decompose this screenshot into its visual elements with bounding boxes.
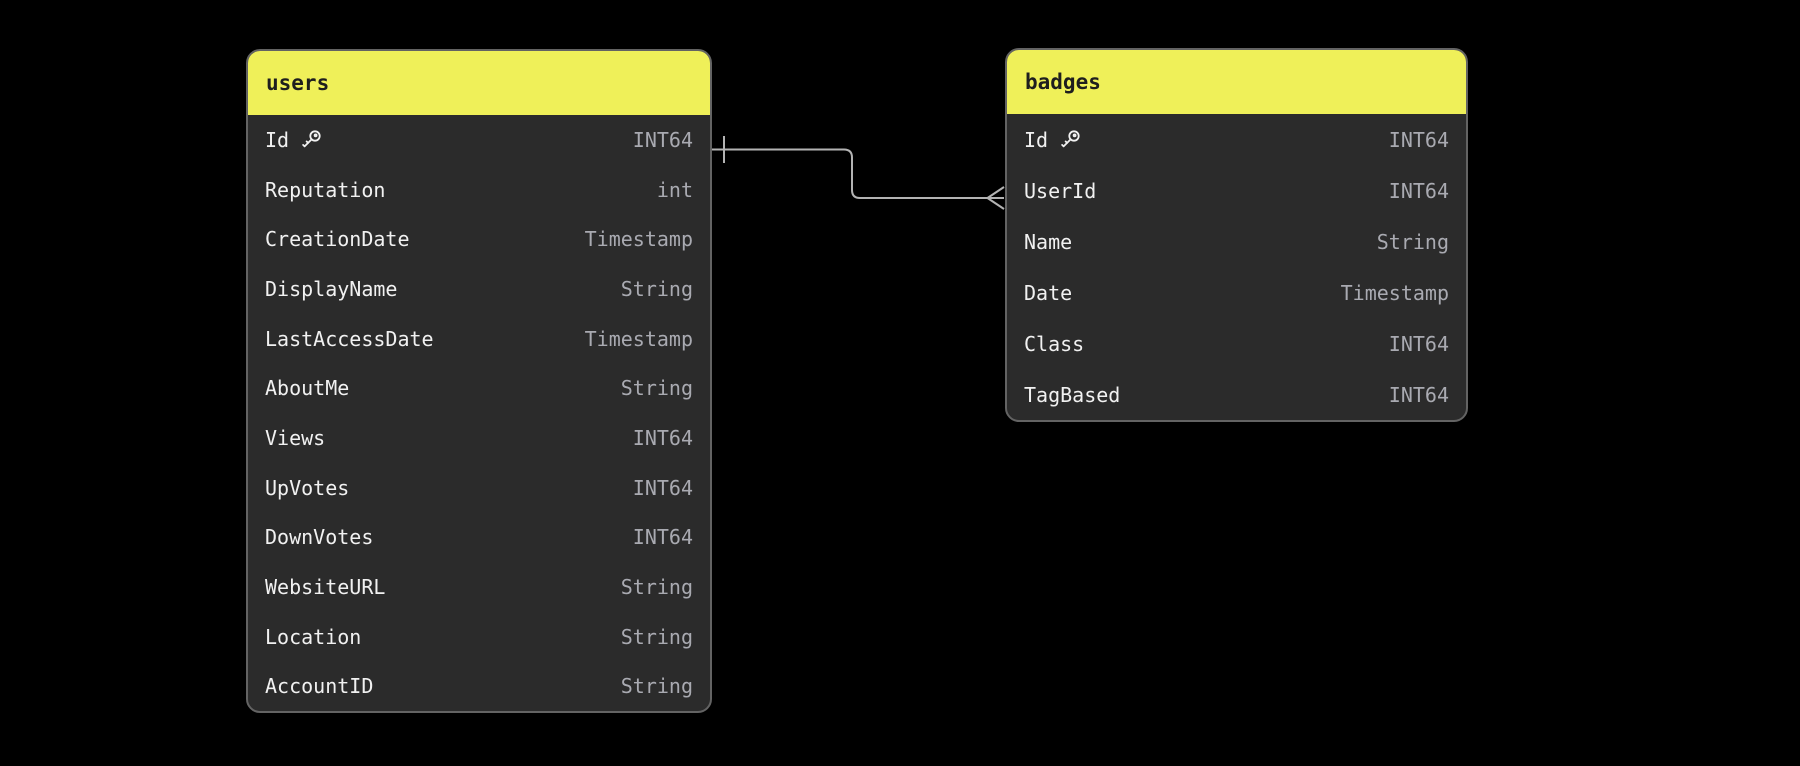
field-type: INT64 xyxy=(632,525,693,550)
field-type: INT64 xyxy=(1388,382,1449,407)
field-name: Name xyxy=(1024,229,1073,254)
field-name: LastAccessDate xyxy=(265,326,434,351)
field-row-userid[interactable]: UserId INT64 xyxy=(1007,165,1466,216)
field-name: Reputation xyxy=(265,177,386,202)
field-type: Timestamp xyxy=(1340,280,1449,305)
field-type: String xyxy=(1376,229,1449,254)
field-row-lastaccessdate[interactable]: LastAccessDate Timestamp xyxy=(248,314,710,364)
field-type: INT64 xyxy=(632,425,693,450)
field-name: Location xyxy=(265,624,362,649)
field-name: Class xyxy=(1024,331,1085,356)
table-users-header[interactable]: users xyxy=(248,51,710,115)
field-row-class[interactable]: Class INT64 xyxy=(1007,318,1466,369)
field-name: UserId xyxy=(1024,178,1097,203)
field-type: String xyxy=(620,574,693,599)
field-row-tagbased[interactable]: TagBased INT64 xyxy=(1007,369,1466,420)
field-name: Views xyxy=(265,425,326,450)
field-row-location[interactable]: Location String xyxy=(248,612,710,662)
field-name: CreationDate xyxy=(265,227,410,252)
field-type: String xyxy=(620,624,693,649)
field-row-websiteurl[interactable]: WebsiteURL String xyxy=(248,562,710,612)
field-type: String xyxy=(620,376,693,401)
key-icon xyxy=(302,130,321,148)
relationship-line[interactable] xyxy=(712,148,1004,199)
field-name: AccountID xyxy=(265,674,374,699)
field-type: INT64 xyxy=(1388,331,1449,356)
field-type: String xyxy=(620,276,693,301)
field-row-date[interactable]: Date Timestamp xyxy=(1007,267,1466,318)
field-type: INT64 xyxy=(1388,178,1449,203)
field-type: String xyxy=(620,674,693,699)
field-row-accountid[interactable]: AccountID String xyxy=(248,661,710,711)
field-row-views[interactable]: Views INT64 xyxy=(248,413,710,463)
field-name: AboutMe xyxy=(265,376,350,401)
field-row-creationdate[interactable]: CreationDate Timestamp xyxy=(248,214,710,264)
field-row-aboutme[interactable]: AboutMe String xyxy=(248,363,710,413)
table-title: badges xyxy=(1025,70,1101,94)
field-name: Date xyxy=(1024,280,1073,305)
field-name: Id xyxy=(1024,128,1082,152)
table-title: users xyxy=(266,71,330,95)
field-row-upvotes[interactable]: UpVotes INT64 xyxy=(248,463,710,513)
field-type: int xyxy=(656,177,693,202)
field-name: Id xyxy=(265,128,323,152)
key-icon xyxy=(1061,130,1080,148)
field-row-displayname[interactable]: DisplayName String xyxy=(248,264,710,314)
crow-foot-marker xyxy=(986,186,1005,210)
field-name: TagBased xyxy=(1024,382,1121,407)
field-row-reputation[interactable]: Reputation int xyxy=(248,165,710,215)
field-name: DownVotes xyxy=(265,525,374,550)
field-row-id[interactable]: Id INT64 xyxy=(248,115,710,165)
field-type: INT64 xyxy=(632,475,693,500)
table-badges-header[interactable]: badges xyxy=(1007,50,1466,114)
field-row-id[interactable]: Id INT64 xyxy=(1007,114,1466,165)
field-type: Timestamp xyxy=(584,227,693,252)
field-type: INT64 xyxy=(632,127,693,152)
field-type: INT64 xyxy=(1388,127,1449,152)
field-row-name[interactable]: Name String xyxy=(1007,216,1466,267)
field-row-downvotes[interactable]: DownVotes INT64 xyxy=(248,512,710,562)
field-name: DisplayName xyxy=(265,276,398,301)
field-name: UpVotes xyxy=(265,475,350,500)
field-name: WebsiteURL xyxy=(265,574,386,599)
field-type: Timestamp xyxy=(584,326,693,351)
